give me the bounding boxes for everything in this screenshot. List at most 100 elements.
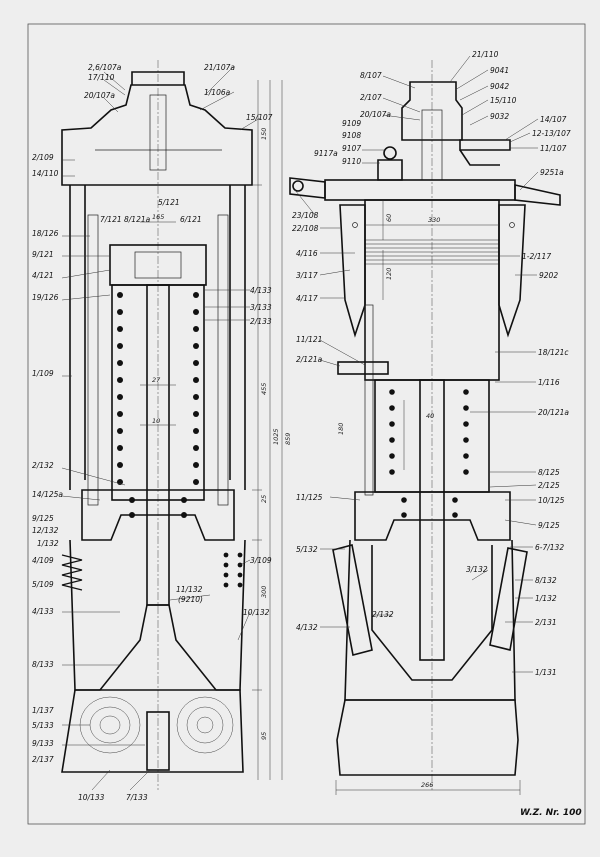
part-label: 9032: [490, 112, 509, 121]
part-label: 2/121a: [296, 355, 323, 364]
part-label: 19/126: [32, 293, 59, 302]
left-side-spring-left: [61, 554, 83, 591]
left-guide-rod-left: [87, 214, 99, 506]
dimension-label: 1025: [272, 428, 280, 445]
part-label: 2/109: [32, 153, 54, 162]
right-left-tilted-plate: [332, 544, 373, 656]
part-label: 1/132: [37, 539, 59, 548]
part-label: 3/133: [250, 303, 272, 312]
right-left-fitting-bolt: [292, 180, 304, 192]
dimension-label: 60: [385, 214, 393, 222]
part-label: 9251a: [540, 168, 564, 177]
right-mid-flange: [354, 491, 511, 541]
part-label: 1/132: [535, 594, 557, 603]
part-label: 10/133: [78, 793, 105, 802]
part-label: 9107: [342, 144, 361, 153]
part-label: 2/107: [360, 93, 382, 102]
part-label: 14/125a: [32, 490, 63, 499]
part-label: 8/121a: [124, 215, 151, 224]
dimension-label: 165: [152, 213, 164, 221]
right-left-bracket-bolt: [352, 222, 358, 228]
part-label: 1/137: [32, 706, 54, 715]
part-label: 21/107a: [204, 63, 235, 72]
part-label: 9110: [342, 157, 361, 166]
part-label: 4/116: [296, 249, 318, 258]
left-spring-coils: [117, 292, 199, 518]
part-label: 10/125: [538, 496, 565, 505]
part-label: 20/121a: [538, 408, 569, 417]
dimension-label: 95: [260, 732, 268, 740]
left-top-cap: [131, 71, 185, 85]
part-label: 2/125: [538, 481, 560, 490]
left-piston-bore: [134, 251, 182, 279]
left-part-labels: 2,6/107a 17/110 20/107a 2/109 14/110 18/…: [32, 63, 273, 802]
right-ladder-rod: [364, 304, 374, 496]
right-inner-cone: [371, 545, 493, 681]
part-label: 1/109: [32, 369, 54, 378]
left-guide-rod-right: [217, 214, 229, 506]
part-label: 22/108: [292, 224, 319, 233]
part-label: 2/137: [32, 755, 54, 764]
part-label: 15/107: [246, 113, 273, 122]
part-label: 2/133: [250, 317, 272, 326]
drawing-number: W.Z. Nr. 100: [520, 808, 582, 818]
right-side-clamp: [337, 361, 389, 375]
part-label: 1/106a: [204, 88, 231, 97]
dimension-label: 120: [385, 268, 393, 280]
right-dimension-labels: 330 60 120 40 180 266: [337, 214, 440, 789]
part-label: 11/107: [540, 144, 567, 153]
part-label: 6-7/132: [535, 543, 564, 552]
part-label: 8/107: [360, 71, 382, 80]
left-mid-flange: [81, 489, 235, 541]
part-label: 9202: [539, 271, 558, 280]
part-label: 9117a: [314, 149, 338, 158]
left-side-spring-right: [223, 552, 243, 588]
part-label: 7/121: [100, 215, 122, 224]
right-lever: [459, 139, 511, 151]
part-label: 2/131: [535, 618, 557, 627]
part-label: 3/117: [296, 271, 318, 280]
part-label: 8/125: [538, 468, 560, 477]
left-dimension-labels: 165 27 10 150 455 25 300 95 1025 859: [152, 128, 292, 740]
left-wood-base: [61, 689, 244, 773]
part-label: 17/110: [88, 73, 115, 82]
dimension-label: 27: [152, 376, 161, 384]
part-label: 8/133: [32, 660, 54, 669]
right-base: [336, 699, 519, 776]
part-label: 12/132: [32, 526, 59, 535]
part-label: 1-2/117: [522, 252, 551, 261]
left-outer-cylinder: [69, 185, 246, 490]
part-label: 9/121: [32, 250, 54, 259]
part-label: 15/110: [490, 96, 517, 105]
part-label: 1/116: [538, 378, 560, 387]
part-label: 14/110: [32, 169, 59, 178]
part-label: 18/121c: [538, 348, 569, 357]
part-label: 2,6/107a: [88, 63, 122, 72]
part-label: 1/131: [535, 668, 557, 677]
part-label: 11/121: [296, 335, 322, 344]
part-label: 9041: [490, 66, 509, 75]
part-label: 4/117: [296, 294, 318, 303]
part-label: 18/126: [32, 229, 59, 238]
part-label: 10/132: [243, 608, 270, 617]
left-cap-stem: [149, 94, 167, 171]
part-label: 9/125: [32, 514, 54, 523]
part-label: 20/107a: [360, 110, 391, 119]
dimension-label: 266: [421, 781, 433, 789]
right-cylinder-rings: [365, 239, 499, 265]
right-leader-lines: [294, 55, 539, 673]
left-leader-lines: [61, 65, 261, 791]
right-right-fitting: [514, 184, 561, 206]
part-label: 4/109: [32, 556, 54, 565]
right-part-labels: 8/107 2/107 20/107a 9109 9108 9117a 9107…: [292, 50, 571, 677]
left-dimension-lines: [140, 80, 283, 780]
part-label: 9/125: [538, 521, 560, 530]
part-label: (9210): [178, 595, 203, 604]
part-label: 11/132: [176, 585, 203, 594]
part-label: 2/132: [372, 610, 394, 619]
part-label: 3/132: [466, 565, 488, 574]
part-label: 11/125: [296, 493, 323, 502]
dimension-label: 25: [260, 495, 268, 503]
part-label: 3/109: [250, 556, 272, 565]
